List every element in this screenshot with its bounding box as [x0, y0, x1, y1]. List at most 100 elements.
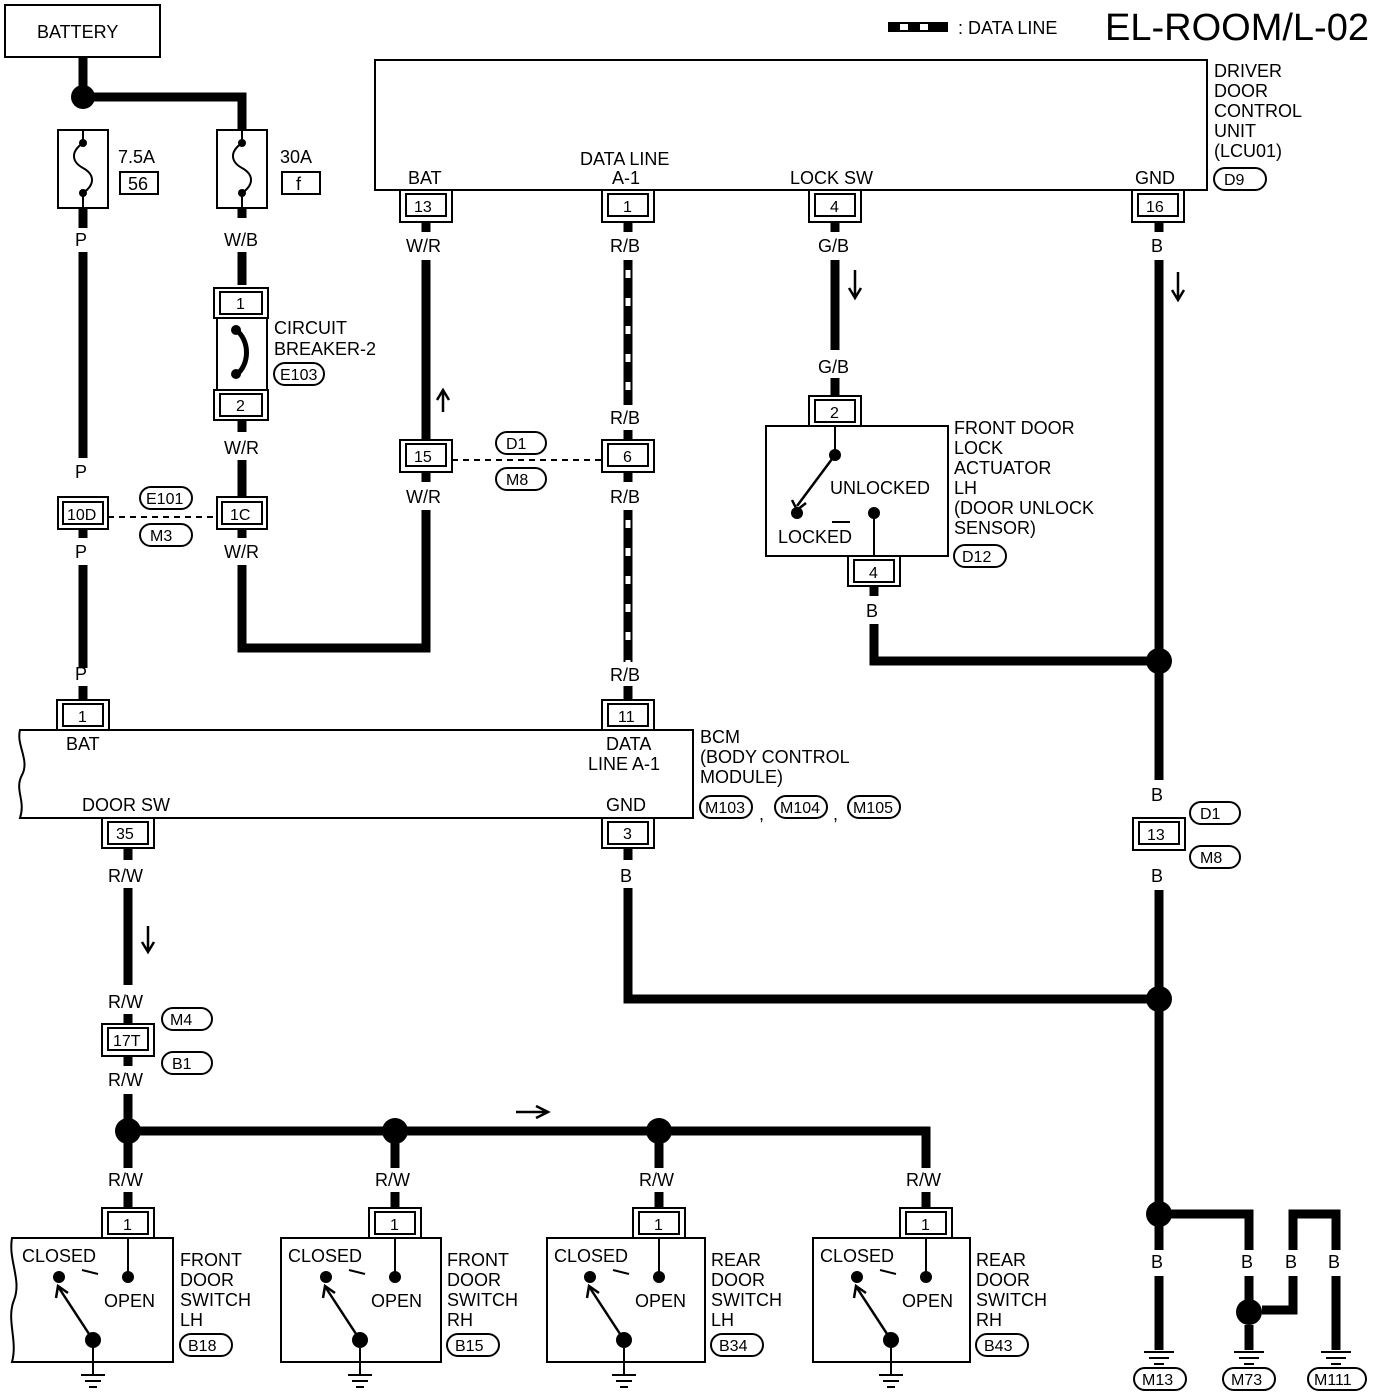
svg-text:10D: 10D [67, 507, 96, 524]
svg-text:SWITCH: SWITCH [711, 1290, 782, 1310]
fuse-56-number: 56 [128, 174, 148, 194]
svg-text:1: 1 [236, 296, 245, 313]
wire-rb-2: R/B [610, 408, 640, 428]
wire-p-1: P [75, 230, 87, 250]
svg-text:2: 2 [236, 398, 245, 415]
arrow-down-gb [847, 270, 863, 301]
ddcu-pin-16: 16 [1131, 189, 1185, 223]
ddcu-pin-1: 1 [601, 189, 655, 223]
connector-d1-mid: D1 [506, 436, 527, 453]
connector-e101: E101 [146, 491, 183, 508]
connector-m8-mid: M8 [506, 472, 528, 489]
bcm-sep-2: , [833, 804, 838, 824]
arrow-right-rw [516, 1104, 551, 1120]
ddcu-connector: D9 [1224, 172, 1245, 189]
connector-d1-gnd: D1 [1200, 806, 1221, 823]
svg-text:4: 4 [869, 565, 878, 582]
wire-gb-1: G/B [818, 236, 849, 256]
svg-text:3: 3 [623, 826, 632, 843]
ddcu-term-locksw: LOCK SW [790, 168, 873, 188]
svg-text:35: 35 [116, 826, 134, 843]
ground-m111: M111 [1307, 1351, 1367, 1391]
connector-13-gnd: 13 [1132, 817, 1186, 851]
bcm-connector-bat: 1 [56, 699, 110, 731]
svg-text:16: 16 [1146, 199, 1164, 216]
svg-text:2: 2 [830, 405, 839, 422]
wire-wr-2: W/R [224, 542, 259, 562]
ddcu-pin-4: 4 [808, 189, 862, 223]
ddcu-term-dataline-2: A-1 [612, 168, 640, 188]
data-line-legend: : DATA LINE [888, 18, 1057, 38]
wire-b-gnd-3: B [1151, 866, 1163, 886]
wire-p-4: P [75, 664, 87, 684]
svg-text:FRONT: FRONT [180, 1250, 242, 1270]
ddcu-term-bat: BAT [408, 168, 442, 188]
connector-1c: 1C [216, 496, 268, 530]
svg-text:DOOR: DOOR [447, 1270, 501, 1290]
circuit-breaker-name-1: CIRCUIT [274, 318, 347, 338]
svg-text:CLOSED: CLOSED [554, 1246, 628, 1266]
ddcu-name-1: DRIVER [1214, 61, 1282, 81]
bcm-conn-m103: M103 [705, 800, 745, 817]
ddcu-term-gnd: GND [1135, 168, 1175, 188]
svg-text:13: 13 [414, 199, 432, 216]
wire-rw-sw2: R/W [375, 1170, 410, 1190]
actuator-name-6: SENSOR) [954, 518, 1036, 538]
bcm-conn-m105: M105 [853, 800, 893, 817]
wire-rw-2: R/W [108, 992, 143, 1012]
switch-connector-b15: B15 [455, 1338, 484, 1355]
svg-text:CLOSED: CLOSED [820, 1246, 894, 1266]
svg-text:SWITCH: SWITCH [447, 1290, 518, 1310]
wire-b-act: B [866, 601, 878, 621]
svg-text:1: 1 [123, 1217, 132, 1234]
arrow-down-gnd [1170, 272, 1186, 303]
battery-splice [71, 85, 95, 109]
svg-text:SWITCH: SWITCH [180, 1290, 251, 1310]
bcm-conn-m104: M104 [780, 800, 820, 817]
ddcu-name-4: UNIT [1214, 121, 1256, 141]
ddcu-term-dataline-1: DATA LINE [580, 149, 669, 169]
bcm-data-label-1: DATA [606, 734, 651, 754]
wire-gb-2: G/B [818, 357, 849, 377]
connector-m8-gnd: M8 [1200, 850, 1222, 867]
wire-b-m111b: B [1328, 1252, 1340, 1272]
bcm-body [18, 729, 694, 819]
fuse-56-rating: 7.5A [118, 147, 155, 167]
wire-p-3: P [75, 542, 87, 562]
wire-b-gnd-1: B [1151, 236, 1163, 256]
switch-connector-b34: B34 [719, 1338, 748, 1355]
svg-text:1: 1 [78, 709, 87, 726]
svg-text:SWITCH: SWITCH [976, 1290, 1047, 1310]
svg-text:1: 1 [623, 199, 632, 216]
svg-text:OPEN: OPEN [902, 1291, 953, 1311]
wire-rw-3: R/W [108, 1070, 143, 1090]
svg-text:M73: M73 [1231, 1372, 1262, 1389]
wire-rb-4: R/B [610, 665, 640, 685]
driver-door-control-unit [374, 59, 1208, 191]
actuator-name-5: (DOOR UNLOCK [954, 498, 1094, 518]
actuator-name-4: LH [954, 478, 977, 498]
circuit-breaker-name-2: BREAKER-2 [274, 339, 376, 359]
svg-text:17T: 17T [113, 1033, 141, 1050]
bcm-connector-doorsw: 35 [101, 817, 155, 849]
door-switch-front-lh: 1 CLOSED OPEN FRONT DOOR SWITCH LH B18 [10, 1207, 251, 1388]
actuator-locked: LOCKED [778, 527, 852, 547]
connector-6: 6 [601, 439, 655, 473]
svg-text:6: 6 [623, 449, 632, 466]
bcm-connector-data: 11 [601, 699, 655, 731]
actuator-name-3: ACTUATOR [954, 458, 1051, 478]
connector-m4: M4 [170, 1012, 192, 1029]
wire-wr-4: W/R [406, 487, 441, 507]
svg-text:LH: LH [180, 1310, 203, 1330]
wire-rw-sw3: R/W [639, 1170, 674, 1190]
bcm-gnd-label: GND [606, 795, 646, 815]
bcm-doorsw-label: DOOR SW [82, 795, 170, 815]
svg-text:REAR: REAR [976, 1250, 1026, 1270]
wire-rb-1: R/B [610, 236, 640, 256]
bcm-bat-label: BAT [66, 734, 100, 754]
svg-text:RH: RH [976, 1310, 1002, 1330]
ground-splice-1 [1146, 648, 1172, 674]
battery-box [4, 4, 161, 58]
connector-17t: 17T [101, 1023, 155, 1057]
